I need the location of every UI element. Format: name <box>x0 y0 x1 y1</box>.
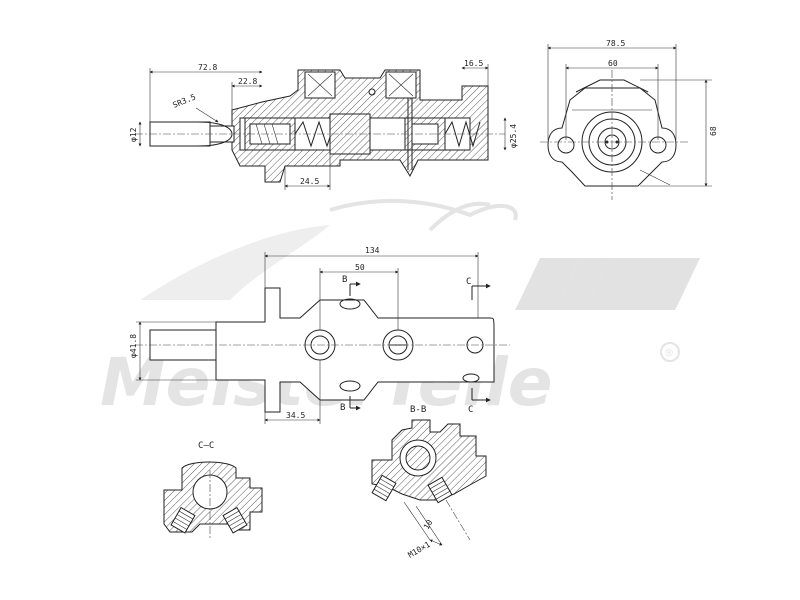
dim-34-5: 34.5 <box>286 411 305 420</box>
watermark-logo: MeisterTeile ® <box>100 198 700 421</box>
dim-phi12: φ12 <box>129 127 138 142</box>
section-b-b-title: B-B <box>410 405 426 415</box>
section-b-b: B-B 10 M10×1 <box>371 405 487 560</box>
dim-sr3-5: SR3.5 <box>171 92 197 109</box>
dim-50: 50 <box>355 263 365 272</box>
dim-134: 134 <box>365 246 380 255</box>
section-mark-c-bottom: C <box>468 405 473 415</box>
end-view: 78.5 60 68 <box>540 39 718 200</box>
top-section-view: 72.8 22.8 16.5 SR3.5 φ12 φ25.4 24.5 <box>129 59 518 190</box>
section-mark-b-bottom: B <box>340 403 345 413</box>
section-c-c-title: C—C <box>198 441 214 451</box>
section-mark-b-top: B <box>342 275 347 285</box>
dim-22-8: 22.8 <box>238 77 257 86</box>
dim-60: 60 <box>608 59 618 68</box>
dim-phi25-4: φ25.4 <box>509 124 518 148</box>
dim-68: 68 <box>709 126 718 136</box>
dim-10: 10 <box>422 518 435 531</box>
section-c-c: C—C <box>163 441 263 540</box>
dim-phi41-8: φ41.8 <box>129 334 138 358</box>
dim-24-5: 24.5 <box>300 177 319 186</box>
registered-mark: ® <box>664 348 674 359</box>
dim-72-8: 72.8 <box>198 63 217 72</box>
section-mark-c-top: C <box>466 277 471 287</box>
side-view: 134 50 34.5 φ41.8 B B C C <box>129 246 510 424</box>
dim-16-5: 16.5 <box>464 59 483 68</box>
dim-78-5: 78.5 <box>606 39 625 48</box>
thread-m10x1: M10×1 <box>407 540 433 560</box>
